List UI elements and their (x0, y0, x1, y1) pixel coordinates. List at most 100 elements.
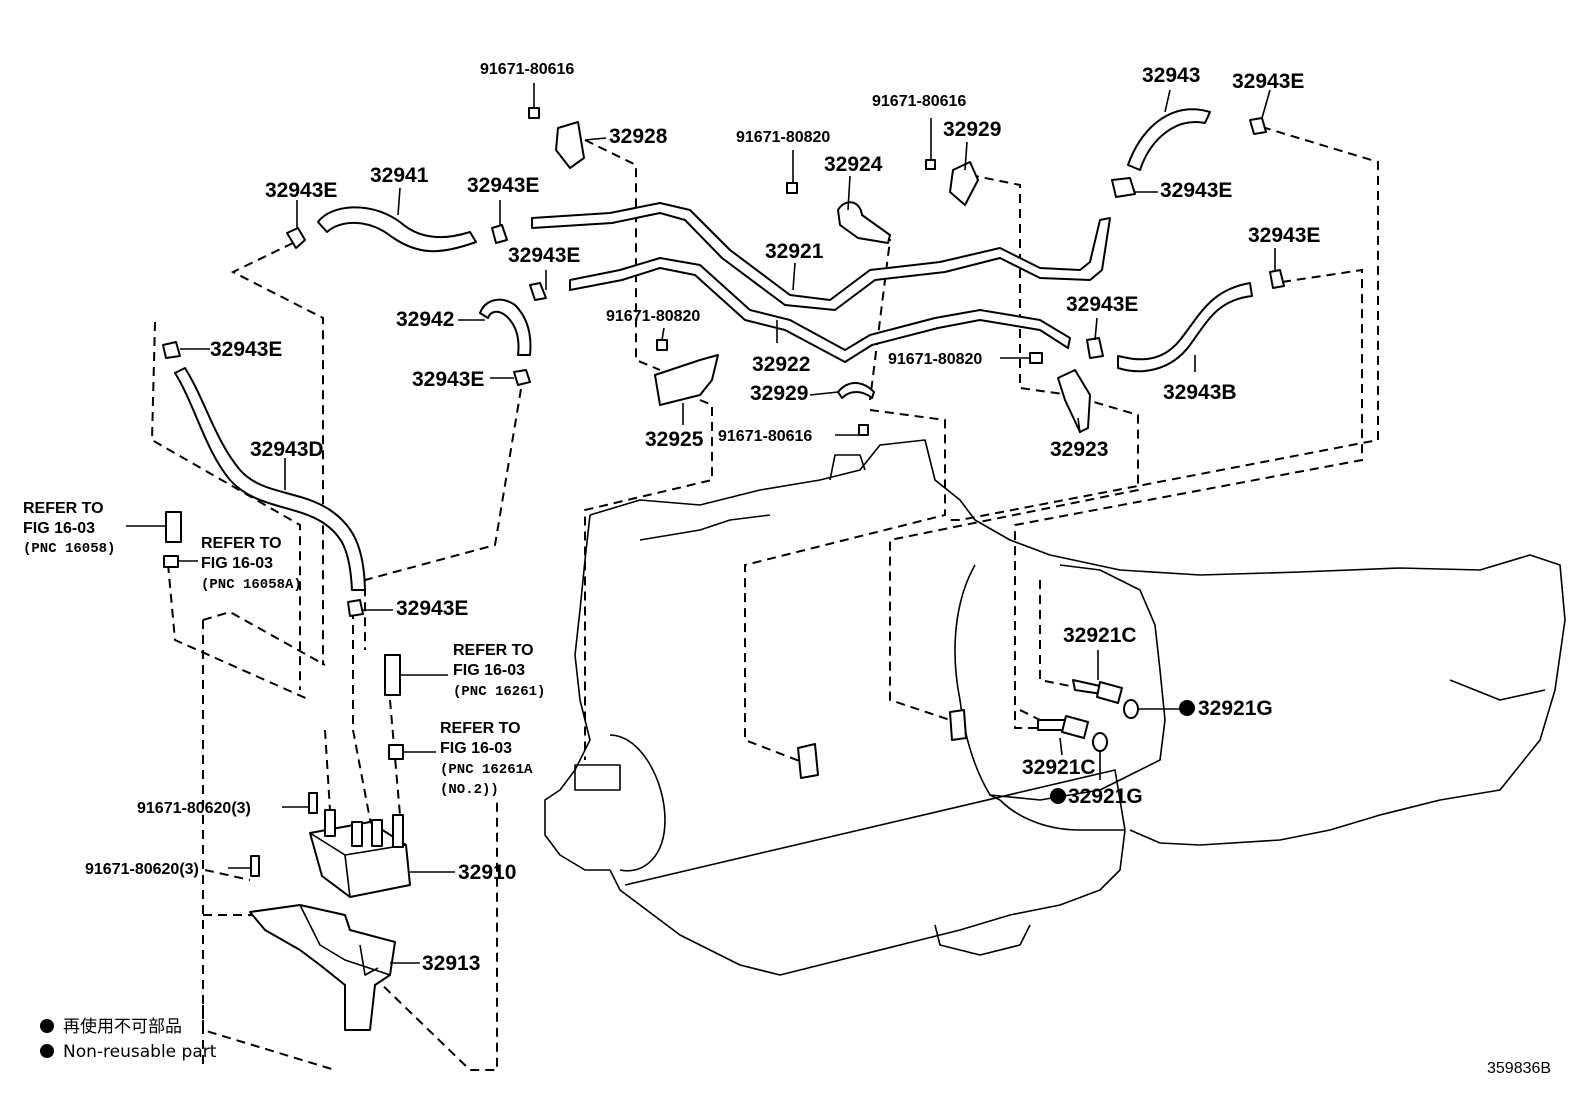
ref-pipe-16058 (165, 511, 182, 543)
label-32941: 32941 (370, 164, 429, 187)
refer-3-line1: REFER TO (453, 642, 534, 659)
label-32943E-r3: 32943E (1066, 293, 1138, 316)
gasket-32921G-a (1123, 699, 1139, 719)
label-91671-80620-a: 91671-80620(3) (137, 800, 251, 817)
legend: 再使用不可部品 Non-reusable part (40, 1016, 217, 1062)
label-32943E-l1: 32943E (265, 179, 337, 202)
refer-3-line3: (PNC 16261) (453, 684, 545, 700)
label-32910: 32910 (458, 861, 516, 884)
label-32913: 32913 (422, 952, 480, 975)
refer-1-line3: (PNC 16058) (23, 541, 115, 557)
hoses-and-pipes (174, 108, 1253, 752)
label-32943: 32943 (1142, 64, 1200, 87)
cooler-bracket-32913 (249, 904, 396, 1031)
bolt-91671-80820-a (786, 182, 798, 194)
ref-pipe-16261 (384, 654, 401, 696)
hose-32943D (174, 367, 366, 591)
bolt-91671-80620-b (250, 855, 260, 877)
refer-4-line1: REFER TO (440, 720, 521, 737)
label-32943D: 32943D (250, 438, 324, 461)
refer-3-line2: FIG 16-03 (453, 662, 525, 679)
clamp-32943E-8 (1269, 269, 1285, 289)
pipe-32921 (531, 202, 1111, 311)
label-32929-top: 32929 (943, 118, 1001, 141)
diagram-id: 359836B (1487, 1060, 1551, 1077)
bolt-91671-80820-c (1029, 352, 1043, 364)
label-32943B: 32943B (1163, 381, 1237, 404)
label-32921G-b: 32921G (1068, 785, 1143, 808)
label-32925: 32925 (645, 428, 704, 451)
legend-text-jp: 再使用不可部品 (63, 1016, 182, 1037)
gasket-32921G-b (1092, 732, 1108, 752)
label-91671-80820-b: 91671-80820 (606, 308, 700, 325)
bolt-91671-80616-a (528, 107, 540, 119)
refer-4-line4: (NO.2)) (440, 782, 499, 798)
label-32923: 32923 (1050, 438, 1108, 461)
label-91671-80820-a: 91671-80820 (736, 129, 830, 146)
clamp-32943E-7 (1111, 177, 1136, 198)
label-32943E-r1: 32943E (1160, 179, 1232, 202)
label-32943E-c3: 32943E (412, 368, 484, 391)
label-32943E-r2: 32943E (1248, 224, 1320, 247)
mount-block-b (949, 709, 967, 741)
legend-bullet-jp (40, 1019, 54, 1033)
clamp-32943E-6 (1249, 117, 1267, 135)
label-91671-80820-c: 91671-80820 (888, 351, 982, 368)
label-32922: 32922 (752, 353, 810, 376)
refer-4-line3: (PNC 16261A (440, 762, 533, 778)
pipe-32922 (569, 257, 1071, 363)
bracket-32925 (654, 354, 719, 406)
bolt-91671-80616-c (858, 424, 869, 436)
label-91671-80616-b: 91671-80616 (872, 93, 966, 110)
ref-clamp-16261A (388, 744, 404, 760)
non-reusable-marker-b (1050, 788, 1066, 804)
label-32924: 32924 (824, 153, 883, 176)
hose-32941 (317, 206, 477, 253)
oil-cooler-32910 (309, 809, 411, 898)
label-32943E-l2: 32943E (210, 338, 282, 361)
refer-2-line1: REFER TO (201, 535, 282, 552)
label-32921: 32921 (765, 240, 824, 263)
label-32928: 32928 (609, 125, 668, 148)
refer-1-line2: FIG 16-03 (23, 520, 95, 537)
legend-text-en: Non-reusable part (63, 1042, 217, 1062)
label-32929-mid: 32929 (750, 382, 808, 405)
label-32921G-a: 32921G (1198, 697, 1273, 720)
leader-lines (126, 83, 1276, 964)
label-32921C-a: 32921C (1063, 624, 1137, 647)
bracket-32923 (1057, 369, 1091, 433)
label-91671-80616-a: 91671-80616 (480, 61, 574, 78)
bracket-32924 (837, 201, 891, 244)
hose-32943B (1117, 282, 1253, 373)
label-91671-80620-b: 91671-80620(3) (85, 861, 199, 878)
small-parts (162, 107, 1285, 877)
fitting-32921C-a (1096, 681, 1123, 704)
clamp-32943E-9 (1086, 337, 1104, 359)
part-labels: 91671-80616 32928 91671-80616 32929 9167… (85, 61, 1320, 975)
label-32943E-c1: 32943E (467, 174, 539, 197)
label-91671-80616-c: 91671-80616 (718, 428, 812, 445)
engine-transmission-outline (544, 439, 1566, 976)
non-reusable-marker-a (1179, 700, 1195, 716)
label-32942: 32942 (396, 308, 454, 331)
bracket-32929-mid (837, 382, 875, 399)
refer-1-line1: REFER TO (23, 500, 104, 517)
bolt-91671-80620-a (308, 792, 318, 814)
label-32943E-low: 32943E (396, 597, 468, 620)
bracket-32929-top (949, 161, 979, 206)
clamp-32943E-10 (347, 599, 364, 617)
legend-bullet-en (40, 1044, 54, 1058)
refer-4-line2: FIG 16-03 (440, 740, 512, 757)
hose-32943 (1127, 108, 1211, 171)
clamp-32943E-3 (529, 282, 547, 301)
hose-32942 (479, 298, 532, 356)
bolt-91671-80820-b (656, 339, 668, 351)
bracket-32928 (555, 121, 585, 169)
refer-notes: REFER TO FIG 16-03 (PNC 16058) REFER TO … (23, 500, 545, 798)
bolt-91671-80616-b (925, 159, 936, 170)
fitting-32921C-b (1061, 715, 1089, 739)
label-32943E-tr: 32943E (1232, 70, 1304, 93)
label-32943E-c2: 32943E (508, 244, 580, 267)
refer-2-line3: (PNC 16058A) (201, 577, 302, 593)
